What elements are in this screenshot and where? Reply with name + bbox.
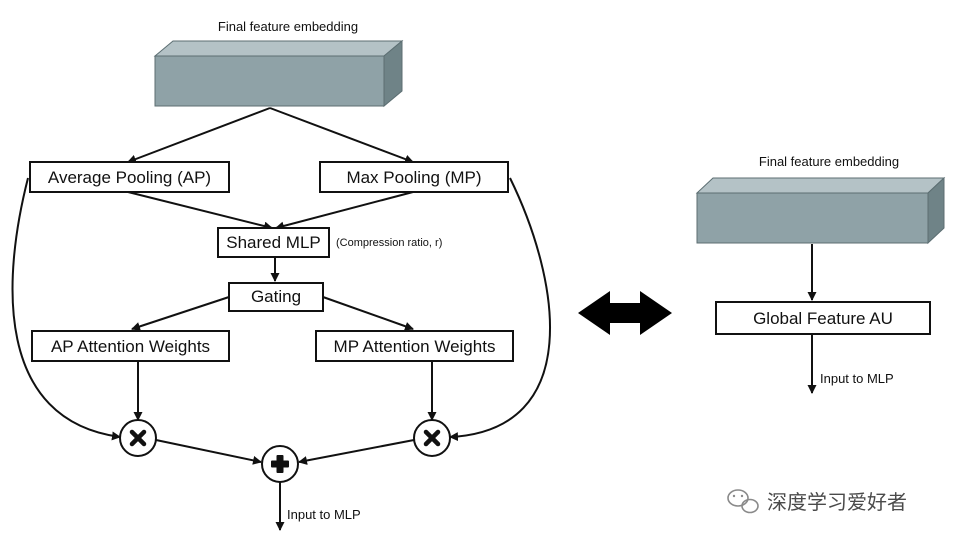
edge-embedding-to-ap [127,107,271,164]
multiply-left-operator [119,419,157,457]
edge-mp-to-mlp [275,191,414,231]
left-embedding-front [154,55,385,107]
edge-mult-left-to-add [155,439,262,465]
edge-gating-to-ap-weights [131,296,230,331]
compression-ratio-note: (Compression ratio, r) [336,237,442,249]
shared-mlp-node: Shared MLP [217,227,330,258]
left-output-label: Input to MLP [287,507,361,522]
right-output-label: Input to MLP [820,371,894,386]
edge-mp-skip-curve [449,177,551,442]
shared-mlp-label: Shared MLP [226,233,321,252]
max-pooling-node: Max Pooling (MP) [319,161,509,193]
mp-attention-node: MP Attention Weights [315,330,514,362]
mp-attention-label: MP Attention Weights [334,337,496,356]
ap-attention-node: AP Attention Weights [31,330,230,362]
gating-node: Gating [228,282,324,312]
edge-mult-right-to-add [298,439,415,465]
watermark-text: 深度学习爱好者 [767,490,907,514]
edge-ap-to-mlp [127,191,273,231]
right-embedding-top [695,177,946,194]
edge-embedding-to-mp [269,107,414,164]
multiply-icon [129,429,147,447]
multiply-right-operator [413,419,451,457]
max-pooling-label: Max Pooling (MP) [346,168,481,187]
right-embedding-block [695,176,946,245]
global-feature-label: Global Feature AU [753,309,893,328]
left-embedding-top [153,40,404,57]
left-embedding-label: Final feature embedding [218,19,358,34]
right-embedding-front [696,192,929,244]
multiply-icon [423,429,441,447]
edge-gating-to-mp-weights [322,296,414,331]
add-operator [261,445,299,483]
gating-label: Gating [251,287,301,306]
average-pooling-node: Average Pooling (AP) [29,161,230,193]
left-embedding-block [153,39,404,108]
ap-attention-label: AP Attention Weights [51,337,210,356]
edge-ap-skip-curve [11,177,121,441]
average-pooling-label: Average Pooling (AP) [48,168,211,187]
global-feature-node: Global Feature AU [715,301,931,335]
right-embedding-label: Final feature embedding [759,154,899,169]
wechat-logo-icon [727,489,759,514]
double-arrow-icon [578,291,672,335]
plus-icon [271,455,289,473]
